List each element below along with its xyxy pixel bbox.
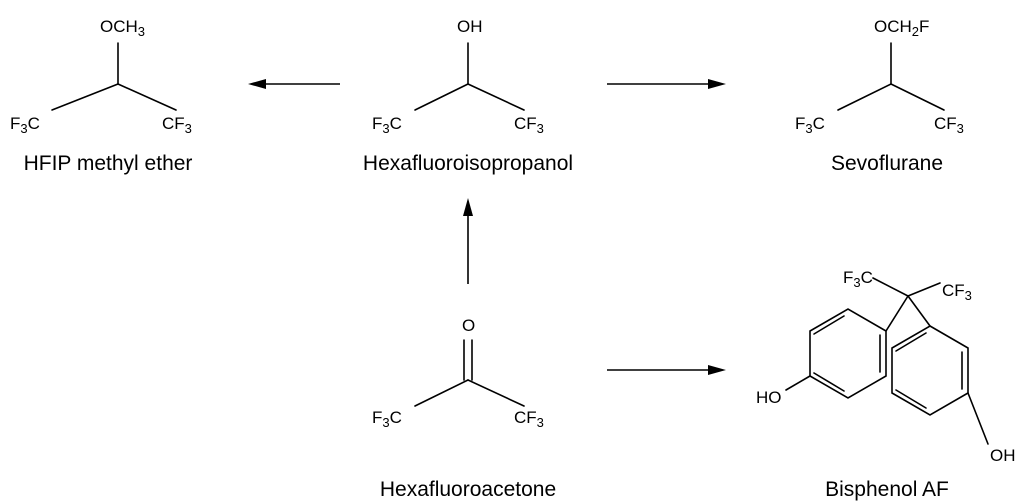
arrow-to-hfip-methyl-ether [248,79,340,89]
bond [872,277,909,297]
bond [414,379,469,407]
bond [890,83,945,111]
compound-name: Sevoflurane [831,152,943,175]
aromatic-bond [813,315,845,335]
bond [117,83,177,111]
methoxy-group: OCH3 [100,17,145,39]
compound-name: Bisphenol AF [825,478,949,501]
trifluoromethyl-group-right: CF3 [514,408,544,430]
ring-outline [809,308,887,399]
carbonyl-oxygen: O [462,316,475,335]
bond [837,83,892,111]
bond [967,392,989,445]
trifluoromethyl-group-right: CF3 [162,114,192,136]
compound-name: Hexafluoroisopropanol [363,152,573,175]
bond [414,83,469,111]
compound-hexafluoroacetone: O F3C CF3 Hexafluoroacetone [372,316,556,501]
bond [907,282,941,297]
arrow-to-sevoflurane [607,79,726,89]
hydroxyl-group: OH [457,17,483,36]
compound-name: Hexafluoroacetone [380,478,556,501]
trifluoromethyl-group-left: F3C [795,114,825,136]
arrow-head [248,79,266,89]
bond [785,375,811,391]
compound-hexafluoroisopropanol: OH F3C CF3 Hexafluoroisopropanol [363,17,573,175]
trifluoromethyl-group-left: F3C [372,114,402,136]
benzene-ring-right [891,325,969,416]
bond [51,83,119,111]
trifluoromethyl-group-left: F3C [843,268,873,290]
trifluoromethyl-group-right: CF3 [942,281,972,303]
arrow-head [463,198,473,216]
arrow-to-hexafluoroisopropanol [463,198,473,284]
bond [907,295,931,327]
trifluoromethyl-group-left: F3C [10,114,40,136]
trifluoromethyl-group-right: CF3 [934,114,964,136]
trifluoromethyl-group-left: F3C [372,408,402,430]
compound-bisphenol-af: F3C CF3 HO OH Bisphenol AF [756,268,1016,501]
bond [467,83,525,111]
trifluoromethyl-group-right: CF3 [514,114,544,136]
arrow-to-bisphenol-af [607,365,726,375]
aromatic-bond [895,389,927,409]
compound-name: HFIP methyl ether [24,152,193,175]
bond [885,295,909,332]
arrow-head [708,79,726,89]
hydroxyl-group-right: OH [990,446,1016,465]
benzene-ring-left [809,308,887,399]
compound-sevoflurane: OCH2F F3C CF3 Sevoflurane [795,17,964,175]
aromatic-bond [895,332,927,352]
fluoromethoxy-group: OCH2F [874,17,929,39]
bond [467,379,525,407]
aromatic-bond [813,372,845,392]
ring-outline [891,325,969,416]
arrow-head [708,365,726,375]
compound-hfip-methyl-ether: OCH3 F3C CF3 HFIP methyl ether [10,17,192,175]
hydroxyl-group-left: HO [756,388,782,407]
